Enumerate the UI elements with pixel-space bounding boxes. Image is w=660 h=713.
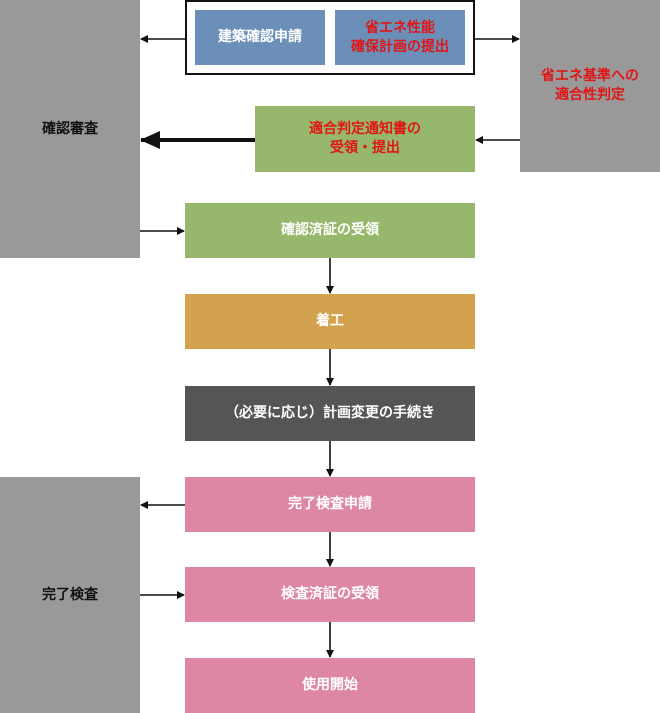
kakunin-shinsa-label: 確認審査 [42, 120, 98, 137]
shiyo-kaishi-box: 使用開始 [185, 658, 475, 713]
shiyo-kaishi-label: 使用開始 [302, 677, 358, 694]
shoene-tekigo-label: 省エネ基準への 適合性判定 [541, 68, 639, 103]
tekigo-tsuchi-label: 適合判定通知書の 受領・提出 [309, 121, 421, 156]
keikaku-henko-label: （必要に応じ）計画変更の手続き [225, 405, 435, 422]
kenchiku-shinsei-label: 建築確認申請 [218, 29, 302, 46]
kensa-zumisho-label: 検査済証の受領 [281, 586, 379, 603]
shoene-keikaku-label: 省エネ性能 確保計画の提出 [351, 19, 449, 55]
tekigo-tsuchi-box: 適合判定通知書の 受領・提出 [255, 106, 475, 172]
kenchiku-shinsei-box: 建築確認申請 [195, 10, 325, 65]
kanryo-kensa-label: 完了検査 [42, 586, 98, 603]
kanryo-shinsei-box: 完了検査申請 [185, 477, 475, 532]
chakko-box: 着工 [185, 294, 475, 349]
kakunin-shinsa-block: 確認審査 [0, 0, 140, 258]
kanryo-kensa-block: 完了検査 [0, 477, 140, 713]
kensa-zumisho-box: 検査済証の受領 [185, 567, 475, 622]
chakko-label: 着工 [316, 313, 344, 330]
kakunin-zumisho-label: 確認済証の受領 [281, 222, 379, 239]
kakunin-zumisho-box: 確認済証の受領 [185, 203, 475, 258]
keikaku-henko-box: （必要に応じ）計画変更の手続き [185, 386, 475, 441]
shoene-keikaku-box: 省エネ性能 確保計画の提出 [335, 10, 465, 65]
kanryo-shinsei-label: 完了検査申請 [288, 496, 372, 513]
shoene-tekigo-block: 省エネ基準への 適合性判定 [520, 0, 660, 172]
